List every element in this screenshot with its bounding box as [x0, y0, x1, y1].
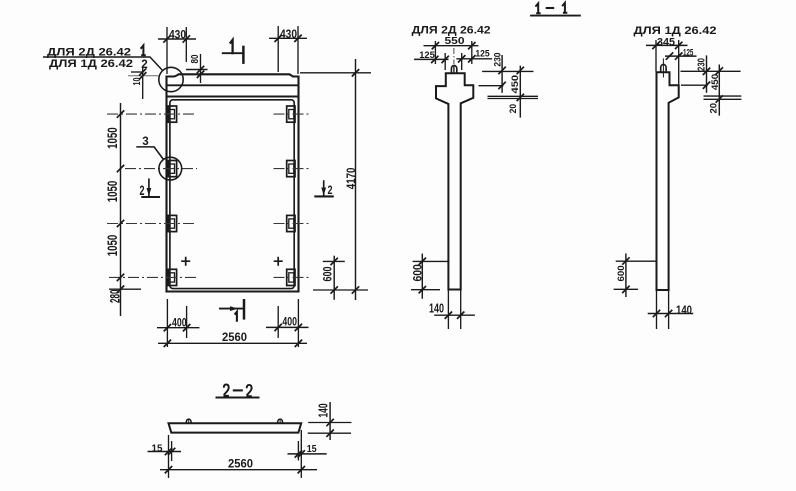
svg-text:1050: 1050 — [105, 127, 120, 149]
svg-text:550: 550 — [445, 36, 466, 47]
svg-text:20: 20 — [709, 103, 719, 114]
svg-text:2560: 2560 — [228, 459, 253, 471]
svg-text:600: 600 — [616, 265, 627, 281]
svg-text:ДЛЯ 2Д 26.42: ДЛЯ 2Д 26.42 — [412, 25, 491, 37]
svg-text:80: 80 — [190, 54, 201, 63]
svg-text:450: 450 — [510, 75, 520, 94]
svg-text:140: 140 — [676, 303, 692, 317]
svg-text:3: 3 — [142, 136, 149, 148]
svg-text:2: 2 — [140, 182, 145, 198]
svg-text:ДЛЯ 1Д 26.42: ДЛЯ 1Д 26.42 — [49, 58, 133, 70]
svg-text:2560: 2560 — [222, 332, 247, 344]
svg-text:ДЛЯ 1Д 26.42: ДЛЯ 1Д 26.42 — [634, 25, 717, 37]
svg-text:450: 450 — [710, 74, 720, 90]
svg-text:125: 125 — [683, 48, 694, 58]
svg-text:140: 140 — [317, 403, 331, 417]
svg-text:1050: 1050 — [105, 181, 120, 203]
svg-text:4170: 4170 — [344, 167, 358, 189]
svg-text:15: 15 — [307, 443, 317, 455]
svg-text:15: 15 — [152, 442, 163, 454]
svg-text:430: 430 — [280, 29, 297, 41]
svg-text:140: 140 — [429, 302, 444, 316]
svg-text:230: 230 — [493, 53, 504, 67]
svg-text:20: 20 — [508, 104, 518, 114]
svg-text:400: 400 — [282, 316, 297, 328]
svg-text:230: 230 — [696, 58, 708, 71]
svg-text:10: 10 — [132, 77, 143, 85]
svg-text:430: 430 — [169, 29, 186, 41]
svg-text:345: 345 — [657, 36, 675, 48]
svg-text:ДЛЯ 2Д 26.42: ДЛЯ 2Д 26.42 — [47, 46, 131, 58]
svg-text:1050: 1050 — [105, 235, 120, 257]
svg-text:400: 400 — [172, 317, 187, 329]
svg-text:600: 600 — [321, 266, 335, 281]
svg-text:2: 2 — [141, 59, 148, 71]
svg-text:280: 280 — [107, 290, 122, 304]
svg-text:125: 125 — [419, 50, 435, 61]
svg-text:2: 2 — [328, 183, 333, 197]
svg-text:600: 600 — [410, 264, 424, 282]
svg-text:125: 125 — [475, 49, 490, 60]
